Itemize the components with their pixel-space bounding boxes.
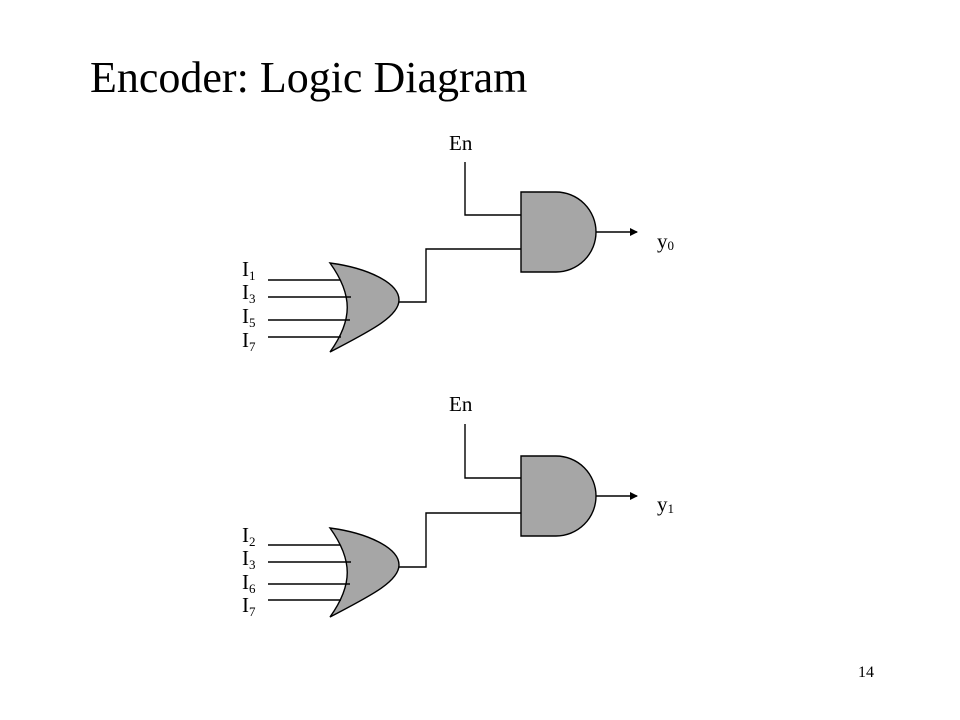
circuit-y0: En y0 I1 I3 I5 I7	[242, 131, 674, 354]
enable-label: En	[449, 131, 473, 155]
input-label: I5	[242, 304, 256, 330]
and-gate	[520, 455, 597, 537]
input-label: I2	[242, 523, 256, 549]
output-label: y1	[657, 492, 674, 516]
or-gate	[328, 527, 400, 618]
or-gate	[328, 262, 400, 353]
or-to-and-wire	[399, 512, 521, 568]
input-label: I3	[242, 546, 256, 572]
enable-label: En	[449, 392, 473, 416]
page-number: 14	[858, 664, 874, 681]
circuit-y1: En y1 I2 I3 I6 I7	[242, 392, 674, 619]
output-label: y0	[657, 229, 674, 253]
input-label: I1	[242, 257, 256, 283]
slide-title: Encoder: Logic Diagram	[90, 53, 528, 102]
or-to-and-wire	[399, 248, 521, 303]
enable-wire	[464, 424, 521, 479]
enable-wire	[464, 162, 521, 216]
input-label: I6	[242, 570, 256, 596]
input-label: I3	[242, 280, 256, 306]
input-label: I7	[242, 593, 256, 619]
input-label: I7	[242, 328, 256, 354]
and-gate	[520, 191, 597, 273]
